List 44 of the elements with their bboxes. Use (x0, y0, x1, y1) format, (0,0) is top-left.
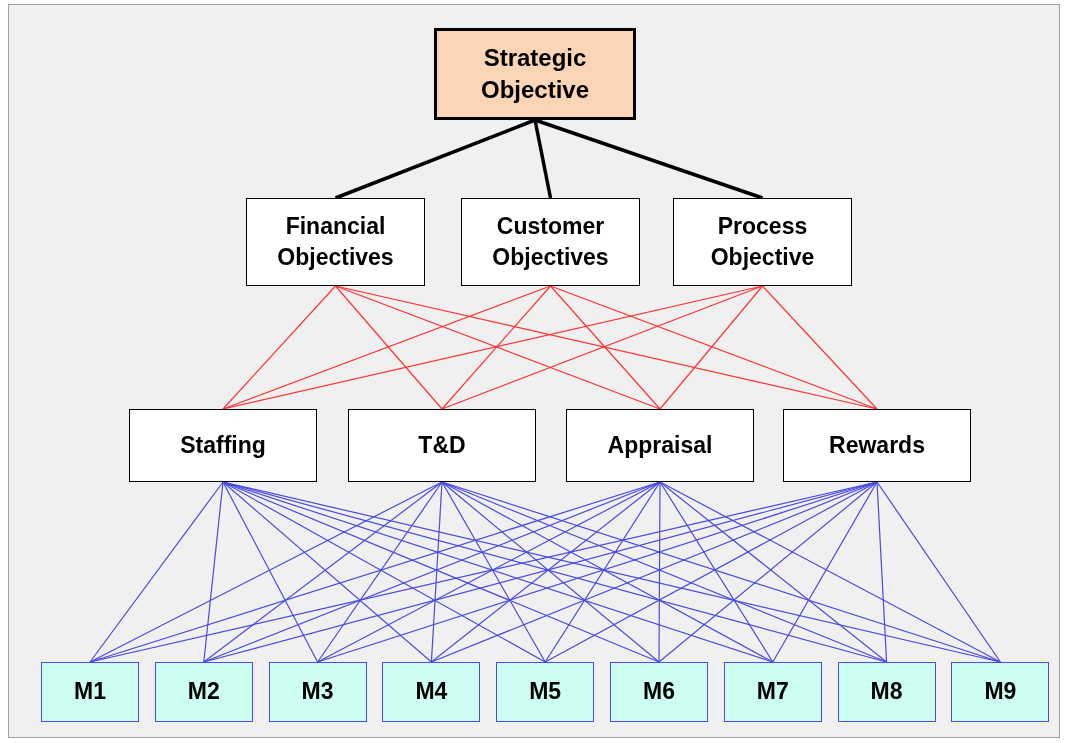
connector-line (659, 481, 1001, 663)
connector-line (222, 481, 546, 663)
connector-line (658, 481, 661, 663)
measure-box: M9 (951, 662, 1050, 722)
connector-line (549, 285, 661, 410)
objective-box: Process Objective (673, 198, 852, 286)
connector-line (761, 285, 878, 410)
connector-line (334, 285, 443, 410)
connector-line (533, 119, 553, 199)
measure-box: M3 (268, 662, 367, 722)
connector-line (203, 481, 224, 663)
measure-box: M5 (496, 662, 595, 722)
objective-box: Staffing (129, 409, 317, 482)
measure-box: M8 (837, 662, 936, 722)
objective-box: T&D (348, 409, 536, 482)
connector-line (317, 481, 443, 663)
connector-line (222, 285, 337, 410)
measure-box: M4 (382, 662, 481, 722)
connector-line (659, 481, 774, 663)
connector-line (549, 285, 878, 410)
connector-line (441, 285, 552, 410)
objective-box: Financial Objectives (246, 198, 425, 286)
measure-box: M7 (723, 662, 822, 722)
connector-line (441, 481, 774, 663)
connector-line (89, 481, 224, 663)
measure-box: M1 (41, 662, 139, 722)
measure-box: M6 (610, 662, 708, 722)
connector-line (222, 481, 319, 663)
objective-box: Appraisal (566, 409, 754, 482)
connector-line (876, 481, 1001, 663)
connector-line (334, 118, 536, 200)
connector-line (659, 285, 764, 410)
connector-line (441, 285, 764, 410)
connector-line (222, 285, 552, 410)
connector-line (441, 481, 546, 663)
connector-line (772, 481, 878, 663)
connector-line (534, 118, 764, 200)
objective-box: Strategic Objective (434, 28, 636, 120)
objective-box: Rewards (783, 409, 971, 482)
connector-line (544, 481, 661, 663)
measure-box: M2 (154, 662, 253, 722)
objective-box: Customer Objectives (461, 198, 640, 286)
connector-line (876, 481, 888, 663)
connector-line (430, 481, 443, 663)
